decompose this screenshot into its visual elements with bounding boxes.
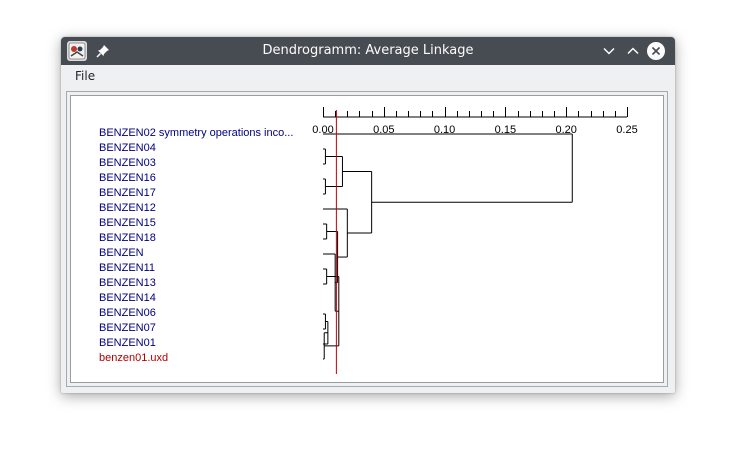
leaf-label[interactable]: BENZEN15	[99, 217, 156, 229]
leaf-label[interactable]: BENZEN16	[99, 172, 156, 184]
leaf-label[interactable]: BENZEN01	[99, 337, 156, 349]
leaf-label[interactable]: BENZEN06	[99, 307, 156, 319]
leaf-label[interactable]: BENZEN02 symmetry operations inco...	[99, 127, 294, 139]
leaf-label[interactable]: BENZEN12	[99, 202, 156, 214]
axis-tick-label: 0.00	[312, 124, 334, 136]
leaf-label[interactable]: benzen01.uxd	[99, 352, 169, 364]
dendrogram-chart	[323, 107, 628, 374]
maximize-button[interactable]	[623, 41, 643, 61]
axis-tick-label: 0.20	[555, 124, 577, 136]
axis-tick-label: 0.05	[373, 124, 395, 136]
chevron-down-icon	[603, 47, 615, 55]
leaf-label[interactable]: BENZEN13	[99, 277, 156, 289]
menu-file[interactable]: File	[75, 69, 96, 83]
dendrogram-panel: 0.00 0.05 0.10 0.15 0.20 0.25 BENZEN02 symmetr…	[70, 95, 664, 383]
leaf-label[interactable]: BENZEN07	[99, 322, 156, 334]
leaf-label[interactable]: BENZEN11	[99, 262, 156, 274]
axis-tick-label: 0.25	[616, 124, 638, 136]
leaf-label[interactable]: BENZEN04	[99, 142, 156, 154]
leaf-label[interactable]: BENZEN03	[99, 157, 156, 169]
pin-icon[interactable]	[95, 43, 111, 59]
menu-bar: File	[61, 65, 675, 87]
close-icon	[647, 42, 665, 60]
close-button[interactable]	[646, 41, 666, 61]
app-logo-icon[interactable]	[67, 41, 87, 61]
content-frame: 0.00 0.05 0.10 0.15 0.20 0.25 BENZEN02 symmetr…	[66, 91, 668, 387]
leaf-label[interactable]: BENZEN14	[99, 292, 156, 304]
minimize-button[interactable]	[599, 41, 619, 61]
leaf-label[interactable]: BENZEN17	[99, 187, 156, 199]
leaf-label[interactable]: BENZEN	[99, 247, 144, 259]
chevron-up-icon	[627, 47, 639, 55]
window-title: Dendrogramm: Average Linkage	[262, 43, 474, 58]
leaf-label[interactable]: BENZEN18	[99, 232, 156, 244]
axis-tick-label: 0.10	[433, 124, 456, 136]
axis-tick-label: 0.15	[494, 124, 517, 136]
title-bar[interactable]: Dendrogramm: Average Linkage	[61, 37, 675, 65]
